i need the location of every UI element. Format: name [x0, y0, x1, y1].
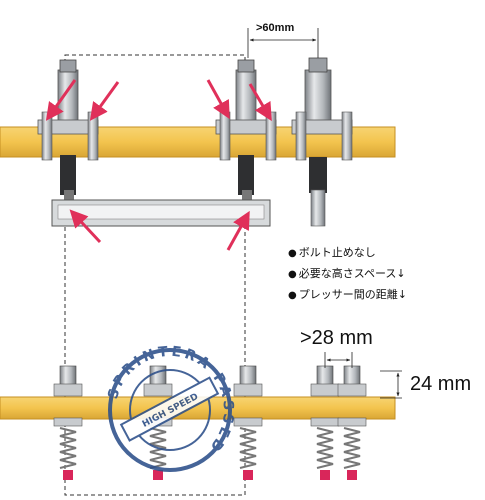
notes-list: ボルト止めなし 必要な高さスペース↓ プレッサー間の距離↓ [288, 243, 407, 306]
bottom-gap-dimension [324, 352, 353, 368]
bottom-presser-3 [233, 365, 263, 480]
bottom-presser-5 [337, 365, 367, 480]
top-gap-label: >60mm [256, 22, 295, 34]
note-no-bolt: ボルト止めなし [288, 243, 407, 264]
note-presser-distance: プレッサー間の距離↓ [288, 285, 407, 306]
top-left-bolts [37, 111, 99, 161]
arrow-plate-right [226, 210, 250, 251]
arrow-top-middle-2 [248, 83, 272, 122]
arrow-top-left-2 [89, 81, 120, 121]
arrow-top-left-1 [45, 79, 77, 121]
bottom-presser-1 [53, 365, 83, 480]
bottom-presser-4 [310, 365, 340, 480]
arrow-plate-left [69, 209, 102, 244]
bottom-height-dimension [380, 370, 402, 399]
top-right-presser [291, 57, 353, 227]
dashed-outline [64, 54, 246, 496]
indicator-arrows [45, 79, 272, 251]
note-height-space: 必要な高さスペース↓ [288, 264, 407, 285]
bottom-height-label: 24 mm [410, 373, 472, 395]
bottom-gap-label: >28 mm [300, 327, 373, 349]
top-dimension [247, 28, 319, 58]
top-presser-plate [51, 199, 271, 227]
arrow-top-middle-1 [206, 79, 230, 120]
top-middle-bolts [215, 111, 277, 161]
